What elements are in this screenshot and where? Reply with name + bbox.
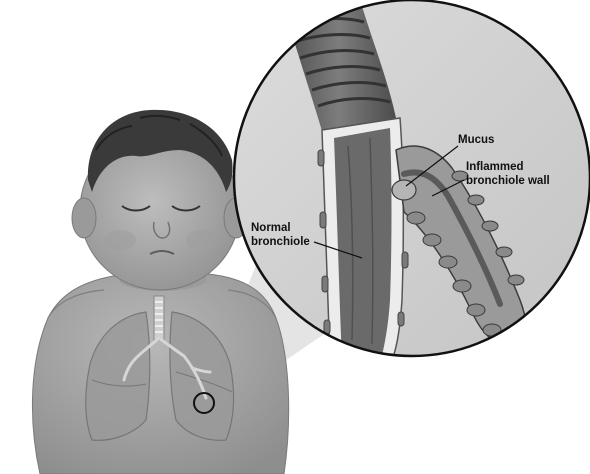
trachea — [154, 296, 164, 340]
mucus-plug — [392, 180, 416, 200]
label-mucus: Mucus — [458, 134, 494, 146]
label-inflamed-2: bronchiole wall — [466, 175, 550, 187]
label-inflamed-1: Inflammed — [466, 161, 524, 173]
label-normal-1: Normal — [251, 222, 291, 234]
normal-bronchiole-lumen — [334, 128, 392, 356]
label-normal-2: bronchiole — [251, 236, 310, 248]
